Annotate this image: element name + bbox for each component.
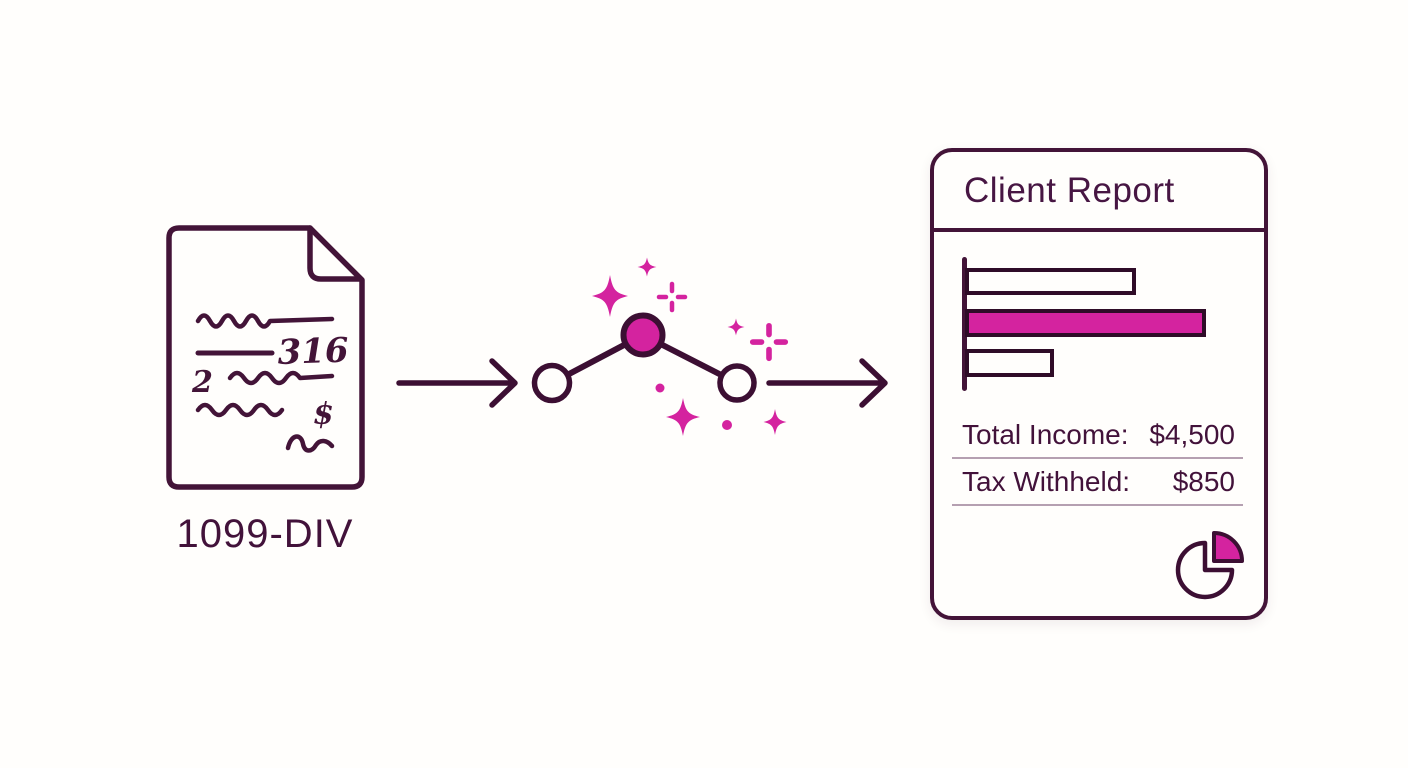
row-value: $850 [1172,465,1235,497]
document-label: 1099-DIV [176,512,354,556]
dot-icon [722,420,732,430]
scribble-digit: 2 [191,365,213,400]
bar-plain [965,268,1137,295]
bar-plain [965,349,1055,377]
folded-corner-icon [307,225,363,282]
sparkle-medium-icon [666,398,700,436]
dot-icon [655,383,665,393]
plus-sparkle-icon [659,284,685,310]
row-label: Tax Withheld: [962,465,1131,497]
node-left-icon [531,362,573,404]
sparkle-small-icon [727,318,745,336]
bar-highlighted [965,309,1206,337]
sparkle-large-icon [592,275,628,317]
summary-row-tax-withheld: Tax Withheld: $850 [952,459,1243,506]
summary-rows: Total Income: $4,500 Tax Withheld: $850 [952,412,1243,506]
arrow-right-icon [766,358,888,408]
summary-row-total-income: Total Income: $4,500 [952,412,1243,459]
client-report-card: Client Report Total Income: $4,500 Tax W… [930,148,1268,620]
card-title: Client Report [934,152,1264,232]
bar-chart-axis [962,257,967,391]
row-label: Total Income: [962,418,1129,450]
pie-chart-icon [1175,531,1244,600]
document-outline [166,225,365,490]
node-right-icon [717,363,757,403]
sparkles [592,257,787,436]
row-value: $4,500 [1149,418,1235,450]
node-center-icon [620,312,666,358]
scribble-number: 316 [277,331,349,373]
document-icon: 316 2 $ [166,225,365,490]
bar-chart [965,152,1206,616]
arrow-right-icon [396,358,518,408]
document-scribbles [195,313,335,453]
scribble-currency: $ [313,397,334,432]
ai-transform-graphic [531,257,810,436]
sparkle-small-icon [637,257,657,277]
